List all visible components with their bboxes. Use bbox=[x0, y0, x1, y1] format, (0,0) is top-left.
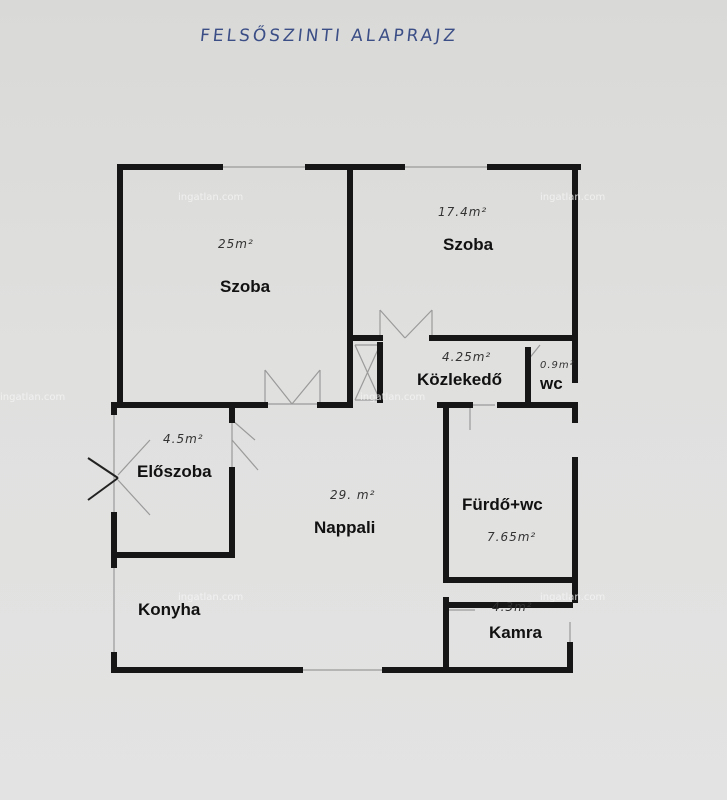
watermark: ingatlan.com bbox=[178, 592, 244, 603]
watermark: ingatlan.com bbox=[0, 392, 66, 403]
watermark: ingatlan.com bbox=[178, 192, 244, 203]
door-x-mark bbox=[87, 457, 119, 501]
room-furdo: Fürdő+wc bbox=[462, 495, 543, 514]
area-szoba-right: 17.4m² bbox=[438, 205, 488, 219]
watermark: ingatlan.com bbox=[540, 592, 606, 603]
room-kozlekedo: Közlekedő bbox=[417, 370, 503, 389]
room-szoba-left: Szoba bbox=[220, 277, 271, 296]
room-nappali: Nappali bbox=[314, 518, 376, 537]
area-szoba-left: 25m² bbox=[218, 237, 254, 251]
room-szoba-right: Szoba bbox=[443, 235, 494, 254]
area-furdo: 7.65m² bbox=[487, 530, 537, 544]
area-wc: 0.9m² bbox=[540, 360, 575, 371]
area-nappali: 29. m² bbox=[330, 488, 376, 502]
area-kozlekedo: 4.25m² bbox=[442, 350, 492, 364]
area-kamra: 4.3m² bbox=[492, 600, 533, 614]
area-eloszoba: 4.5m² bbox=[163, 432, 204, 446]
room-wc: wc bbox=[540, 374, 563, 393]
room-konyha: Konyha bbox=[138, 600, 201, 619]
room-eloszoba: Előszoba bbox=[137, 462, 212, 481]
walls bbox=[111, 164, 581, 673]
watermark: ingatlan.com bbox=[540, 192, 606, 203]
watermark: ingatlan.com bbox=[360, 392, 426, 403]
room-kamra: Kamra bbox=[489, 623, 542, 642]
thin-lines bbox=[113, 166, 571, 671]
